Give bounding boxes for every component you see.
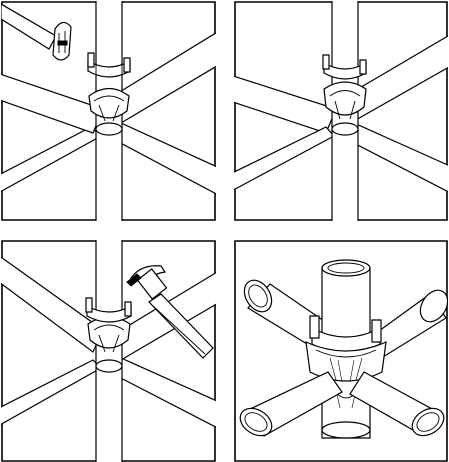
- panel-step-4: [234, 240, 448, 462]
- ledger-tube-upper-left: [1, 250, 103, 352]
- panel-step-3: [1, 240, 216, 462]
- cup-lowered: [323, 55, 366, 135]
- ledger-tube-lower-left: [235, 372, 342, 441]
- panel-step-1: [1, 1, 216, 221]
- top-cup-raised: [88, 53, 130, 77]
- ledger-tube-lower-right: [350, 372, 448, 441]
- ledger-tube-lower-left: [234, 127, 334, 195]
- hammer-icon: [127, 266, 213, 358]
- bottom-cup: [89, 89, 129, 136]
- cup-lowered: [86, 298, 131, 372]
- pipe-clamp-icon: [1, 4, 71, 60]
- panel-step-2: [234, 1, 448, 221]
- vertical-standard: [96, 240, 122, 462]
- ledger-tube-upper-left: [1, 71, 103, 133]
- cup-lock-node-closeup: [306, 316, 386, 408]
